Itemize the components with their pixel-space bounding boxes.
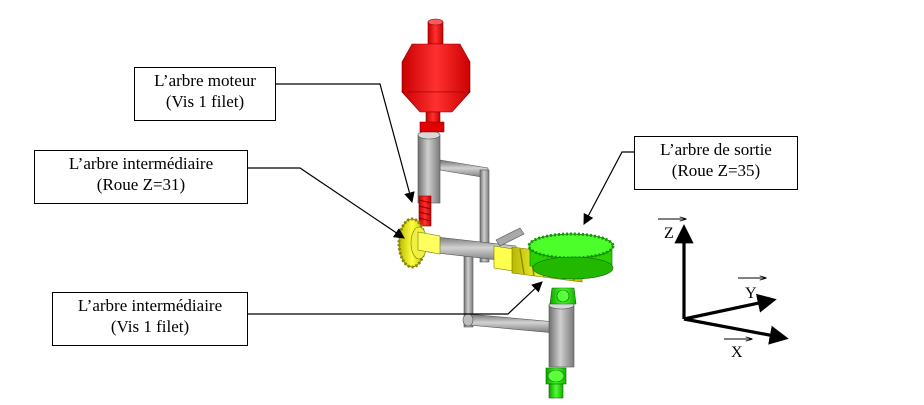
label-intermediate-worm: L’arbre intermédiaire (Vis 1 filet) xyxy=(52,292,248,346)
motor-shaft-red xyxy=(401,18,471,227)
y-axis-label: Y xyxy=(745,285,757,302)
label-motor-shaft-line1: L’arbre moteur xyxy=(154,71,256,90)
z-axis-label: Z xyxy=(664,225,674,242)
label-intermediate-worm-line1: L’arbre intermédiaire xyxy=(77,296,223,315)
label-output-shaft-line1: L’arbre de sortie xyxy=(660,140,772,159)
y-axis xyxy=(683,293,777,321)
label-intermediate-wheel-line1: L’arbre intermédiaire xyxy=(68,154,214,173)
label-motor-shaft-line2: (Vis 1 filet) xyxy=(165,92,245,111)
label-intermediate-wheel-line2: (Roue Z=31) xyxy=(96,175,186,194)
axis-triad: Z Y X xyxy=(658,219,789,361)
x-axis-label: X xyxy=(731,344,743,361)
x-axis xyxy=(683,317,789,345)
output-shaft-green xyxy=(527,232,615,399)
label-output-shaft: L’arbre de sortie (Roue Z=35) xyxy=(634,136,798,190)
label-intermediate-worm-line2: (Vis 1 filet) xyxy=(110,317,190,336)
leader-arrows xyxy=(248,83,634,315)
label-intermediate-wheel: L’arbre intermédiaire (Roue Z=31) xyxy=(34,150,248,204)
label-motor-shaft: L’arbre moteur (Vis 1 filet) xyxy=(134,67,276,121)
label-output-shaft-line2: (Roue Z=35) xyxy=(671,161,761,180)
